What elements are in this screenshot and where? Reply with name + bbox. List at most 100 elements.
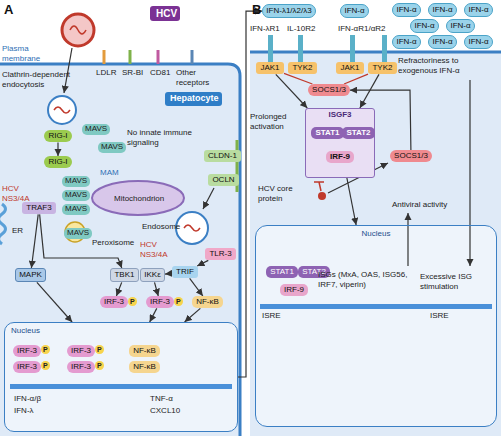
hcv-virion — [62, 14, 94, 46]
signal-arrow — [150, 308, 157, 322]
node-text: IFN-α — [432, 5, 453, 15]
endosome-shape — [176, 212, 208, 244]
node-text: IRF-3 — [16, 346, 38, 356]
note-label: Excessive ISG stimulation — [420, 272, 492, 291]
other-receptor — [191, 50, 194, 64]
complex-box: ISGF3STAT1 STAT2IRF-9 — [305, 108, 375, 178]
sensor-pill: RIG-I — [44, 130, 72, 142]
node-text: IFN-α — [468, 5, 489, 15]
node-text: TLR-3 — [208, 249, 233, 259]
note-label: Peroxisome — [92, 238, 134, 248]
factor-pill: NF-κB — [129, 361, 160, 373]
kinase-box: TBK1 — [110, 268, 139, 282]
inhibitor-box: SOCS1/3 — [308, 84, 350, 96]
cytokine-oval: IFN-α — [446, 19, 475, 33]
note-label: CD81 — [150, 68, 170, 78]
ifnar2-receptor — [382, 35, 387, 62]
mavs-pill: MAVS — [98, 142, 126, 153]
nucleus-region: NucleusSTAT1STAT2IRF-9 — [255, 225, 497, 427]
note-label: SR-BI — [122, 68, 143, 78]
factor-pill: STAT2 — [342, 127, 375, 139]
junction-band: OCLN — [208, 174, 239, 186]
structure-label: Plasma membrane — [2, 44, 50, 63]
srbi-receptor — [129, 50, 132, 64]
signal-arrow — [37, 282, 72, 322]
cell-a-ground — [0, 64, 240, 436]
note-label: No innate immune signaling — [127, 128, 199, 147]
kinase-box: JAK1 — [256, 62, 284, 74]
factor-pill: IRF-3 — [67, 361, 95, 373]
cytokine-oval: IFN-α — [464, 3, 493, 17]
il10r2-receptor — [298, 35, 303, 62]
kinase-box: JAK1 — [336, 62, 364, 74]
node-text: CLDN-1 — [207, 151, 238, 161]
factor-pill: STAT1 — [266, 266, 298, 278]
kinase-box: TYK2 — [288, 62, 317, 74]
viral-rna — [184, 225, 200, 231]
factor-pill: NF-κB — [129, 345, 160, 357]
note-label: CXCL10 — [150, 406, 180, 416]
cell-b-ground — [250, 52, 501, 436]
viral-rna — [70, 26, 86, 34]
mitochondrion-shape — [92, 181, 184, 215]
cytokine-oval: IFN-α — [392, 3, 421, 17]
cytokine-oval: IFN-λ1/λ2/λ3 — [262, 4, 316, 18]
adaptor-box: TRIF — [172, 266, 198, 278]
mavs-pill: MAVS — [64, 228, 92, 239]
receptor-group — [268, 35, 387, 62]
cytokine-oval: IFN-α — [340, 4, 369, 18]
node-text: SOCS1/3 — [311, 85, 347, 95]
adaptor-box: TRAF3 — [22, 202, 56, 214]
nucleus-b-ground — [255, 225, 497, 427]
endocytic-vesicle — [48, 96, 76, 124]
dna-band — [260, 304, 492, 309]
node-text: Hepatocyte — [170, 93, 217, 105]
signal-arrow — [185, 308, 201, 322]
signal-arrow — [31, 214, 38, 268]
node-text: IKKε — [144, 270, 161, 280]
note-label: IFN-α/β — [14, 394, 41, 404]
refractoriness-arrow — [469, 80, 470, 266]
node-text: IFN-α — [396, 37, 417, 47]
note-label: IFN-αR1/αR2 — [338, 24, 385, 34]
mavs-pill: MAVS — [62, 204, 90, 215]
node-text: RIG-I — [47, 131, 69, 141]
signal-arrow — [116, 282, 121, 296]
signal-arrow — [360, 74, 379, 108]
antiviral-arrow — [407, 213, 408, 266]
node-text: IRF-3 — [70, 346, 92, 356]
note-label: Clathrin-dependent endocytosis — [2, 70, 74, 89]
viral-rna — [54, 107, 70, 113]
note-label: IFN-λ — [14, 406, 34, 416]
mavs-pill: MAVS — [62, 176, 90, 187]
note-label: ER — [12, 226, 23, 236]
factor-pill: IRF-3 — [13, 361, 41, 373]
receptor-group — [104, 50, 192, 64]
nucleus-region: NucleusIRF-3IRF-3IRF-3IRF-3NF-κBNF-κB — [4, 322, 238, 432]
cd81-receptor — [157, 50, 160, 64]
plasma-membrane — [0, 64, 240, 436]
node-text: IRF-9 — [329, 152, 351, 162]
note-label: Refractoriness to exogenous IFN-α — [398, 56, 496, 75]
node-text: IFN-α — [450, 21, 471, 31]
phosphate-mark: P — [128, 297, 137, 306]
node-text: OCLN — [211, 175, 236, 185]
note-label: IFN-λR1 — [250, 24, 280, 34]
inhibition-line — [284, 73, 312, 84]
kinase-box: IKKε — [140, 268, 165, 282]
node-text: STAT2 — [345, 128, 372, 138]
inhibitor-box: SOCS1/3 — [390, 150, 432, 162]
phosphate-mark: P — [95, 361, 104, 370]
node-text: NF-κB — [195, 297, 220, 307]
structure-label: MAM — [100, 168, 119, 178]
note-label: Antiviral activity — [392, 200, 447, 210]
node-text: STAT1 — [314, 128, 341, 138]
phosphate-mark: P — [41, 345, 50, 354]
cytokine-oval: IFN-α — [410, 19, 439, 33]
kinase-box: TYK2 — [368, 62, 397, 74]
cytokine-oval: IFN-α — [464, 35, 493, 49]
ifnlr1-receptor — [268, 35, 273, 62]
node-text: ISGF3 — [309, 110, 371, 120]
node-text: HCV — [156, 7, 174, 20]
node-text: TYK2 — [291, 63, 314, 73]
